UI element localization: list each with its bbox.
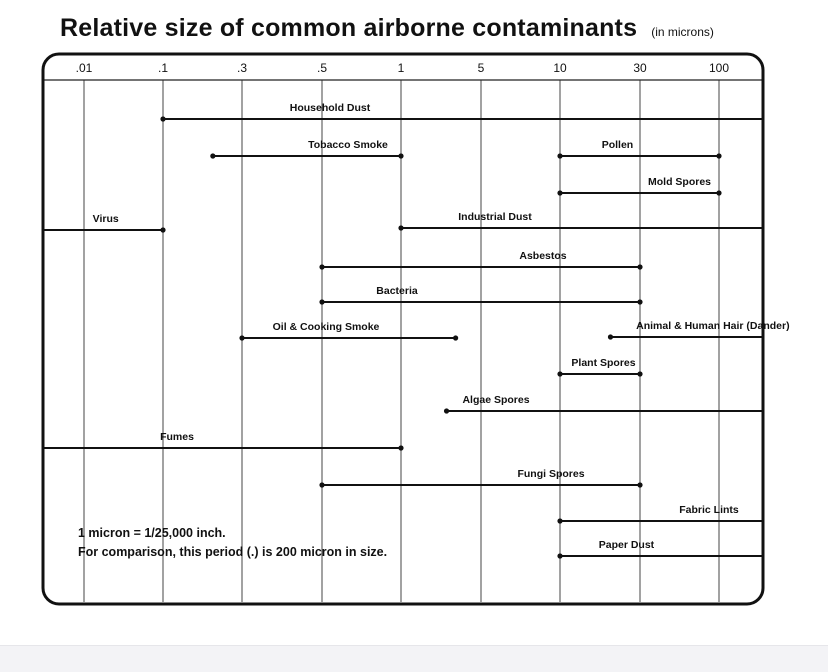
range-start-dot-0 xyxy=(160,116,166,122)
range-start-dot-2 xyxy=(557,153,563,159)
range-start-dot-7 xyxy=(319,299,325,305)
chart-frame xyxy=(41,52,765,606)
range-start-dot-9 xyxy=(607,334,614,340)
range-label-15: Paper Dust xyxy=(599,539,655,551)
x-tick-label-2: .3 xyxy=(237,61,247,75)
range-label-6: Asbestos xyxy=(519,250,566,262)
range-start-dot-15 xyxy=(557,553,563,559)
range-end-dot-8 xyxy=(453,335,459,341)
range-start-dot-5 xyxy=(398,225,404,231)
note-0: 1 micron = 1/25,000 inch. xyxy=(78,526,226,540)
bars-group xyxy=(43,118,763,557)
range-label-5: Industrial Dust xyxy=(458,211,532,223)
range-label-0: Household Dust xyxy=(290,102,371,114)
range-label-7: Bacteria xyxy=(376,285,418,297)
range-label-14: Fabric Lints xyxy=(679,504,739,516)
range-label-4: Virus xyxy=(93,213,119,225)
range-label-11: Algae Spores xyxy=(462,394,529,406)
range-end-dot-3 xyxy=(716,190,722,196)
unit-note: (in microns) xyxy=(651,25,714,39)
range-label-10: Plant Spores xyxy=(571,357,635,369)
range-start-dot-1 xyxy=(210,153,216,159)
range-end-dot-2 xyxy=(716,153,722,159)
x-tick-label-3: .5 xyxy=(317,61,327,75)
range-end-dot-1 xyxy=(398,153,404,159)
range-start-dot-3 xyxy=(557,190,563,196)
range-start-dot-13 xyxy=(319,482,325,488)
footer-bar xyxy=(0,645,828,672)
range-end-dot-6 xyxy=(637,264,643,270)
range-start-dot-6 xyxy=(319,264,325,270)
x-tick-label-4: 1 xyxy=(398,61,405,75)
note-1: For comparison, this period (.) is 200 m… xyxy=(78,545,387,559)
range-end-dot-7 xyxy=(637,299,643,305)
range-label-1: Tobacco Smoke xyxy=(308,139,388,151)
range-start-dot-8 xyxy=(239,335,245,341)
range-start-dot-11 xyxy=(443,408,450,414)
range-label-2: Pollen xyxy=(602,139,634,151)
range-label-8: Oil & Cooking Smoke xyxy=(273,321,380,333)
range-start-dot-14 xyxy=(557,518,563,524)
title-row: Relative size of common airborne contami… xyxy=(60,14,800,50)
range-label-3: Mold Spores xyxy=(648,176,711,188)
x-tick-label-1: .1 xyxy=(158,61,168,75)
x-tick-label-6: 10 xyxy=(553,61,567,75)
range-end-dot-13 xyxy=(637,482,643,488)
x-tick-label-0: .01 xyxy=(76,61,93,75)
range-label-13: Fungi Spores xyxy=(517,468,584,480)
x-tick-label-7: 30 xyxy=(633,61,647,75)
range-start-dot-10 xyxy=(557,371,563,377)
range-label-12: Fumes xyxy=(160,431,194,443)
x-tick-label-8: 100 xyxy=(709,61,729,75)
range-end-dot-10 xyxy=(637,371,643,377)
range-end-dot-4 xyxy=(160,227,166,233)
range-end-dot-12 xyxy=(398,445,404,451)
range-label-9: Animal & Human Hair (Dander) xyxy=(636,320,789,332)
chart-title: Relative size of common airborne contami… xyxy=(60,14,638,42)
x-tick-label-5: 5 xyxy=(478,61,485,75)
